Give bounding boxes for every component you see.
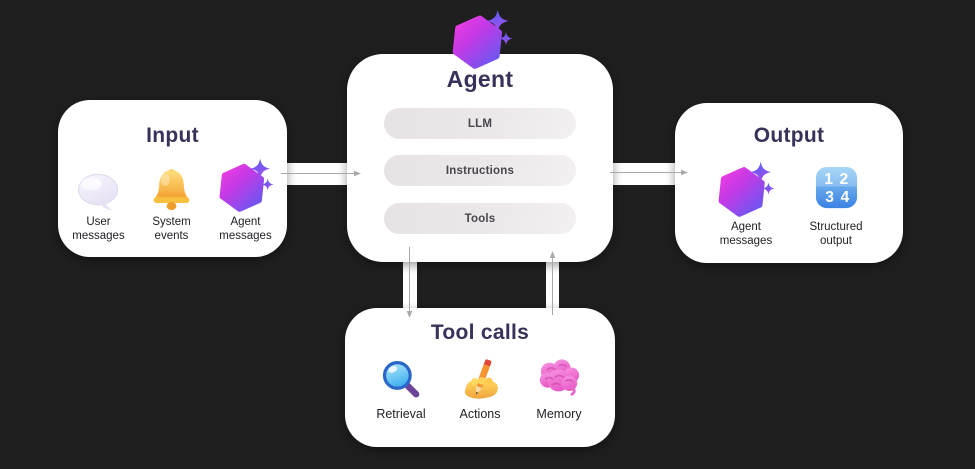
- connector-agent-to-toolcalls: [403, 258, 417, 312]
- magnifier-icon: [379, 358, 423, 402]
- connector-agent-to-output: [609, 163, 679, 185]
- tool-item-label: Actions: [459, 407, 501, 421]
- output-title: Output: [753, 124, 825, 147]
- llm-pill: LLM: [384, 108, 576, 139]
- agent-hexagon-icon: [218, 157, 274, 212]
- tool-item-memory: Memory: [528, 352, 590, 422]
- agent-box: Agent LLM Instructions Tools: [347, 54, 613, 262]
- output-item-structured-output: Structured output: [800, 153, 872, 249]
- output-box: Output Agent messages Structured output: [675, 103, 903, 263]
- agent-hexagon-icon: [451, 8, 513, 69]
- instructions-pill: Instructions: [384, 155, 576, 186]
- tool-item-label: Memory: [536, 407, 582, 421]
- input-item-agent-messages: Agent messages: [212, 158, 280, 244]
- speech-bubble-icon: [76, 172, 122, 212]
- input-item-user-messages: User messages: [66, 158, 132, 244]
- tool-calls-box: Tool calls Retrieval Actions Memory: [345, 308, 615, 447]
- input-item-label: User messages: [72, 216, 125, 242]
- input-item-system-events: System events: [140, 158, 204, 244]
- tool-item-label: Retrieval: [376, 407, 426, 421]
- writing-hand-icon: [456, 357, 505, 402]
- input-title: Input: [146, 124, 199, 147]
- output-item-label: Agent messages: [719, 221, 773, 247]
- input-box: Input User messages System events Agent …: [58, 100, 287, 257]
- output-item-agent-messages: Agent messages: [706, 159, 786, 249]
- tool-calls-title: Tool calls: [430, 321, 530, 344]
- agent-hexagon-icon: [717, 160, 775, 217]
- numbers-icon: [813, 164, 860, 211]
- bell-icon: [150, 167, 193, 212]
- input-item-label: Agent messages: [219, 216, 272, 242]
- output-item-label: Structured output: [809, 221, 863, 247]
- agent-title: Agent: [446, 66, 514, 92]
- connector-toolcalls-to-agent: [546, 258, 559, 312]
- input-item-label: System events: [152, 216, 191, 242]
- tool-item-retrieval: Retrieval: [370, 354, 432, 422]
- tools-pill: Tools: [384, 203, 576, 234]
- tool-item-actions: Actions: [450, 354, 510, 422]
- brain-icon: [536, 358, 582, 400]
- connector-input-to-agent: [283, 163, 351, 185]
